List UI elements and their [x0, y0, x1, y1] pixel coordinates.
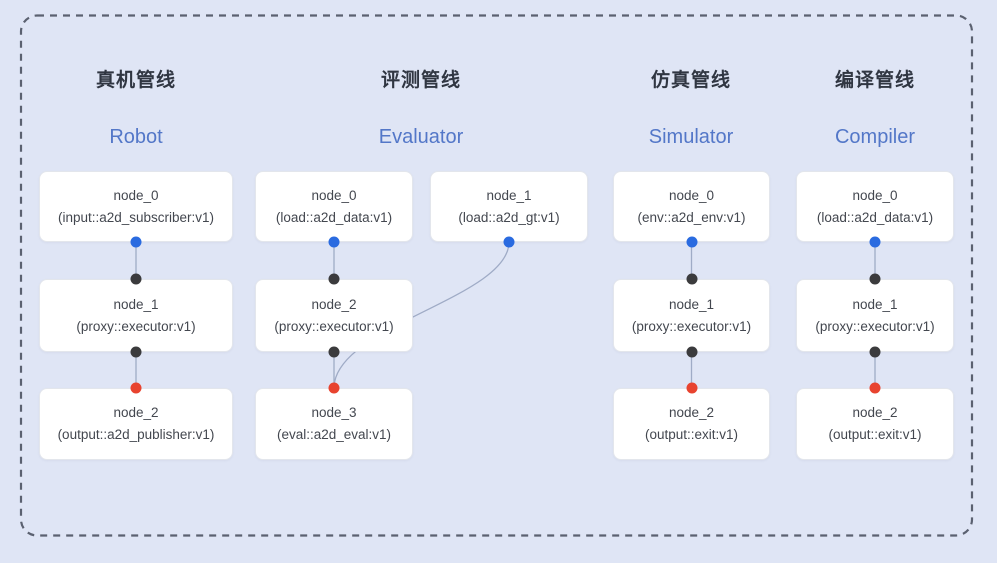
node-robot-0: node_0 (input::a2d_subscriber:v1): [39, 171, 233, 242]
output-port-dot: [130, 236, 142, 248]
node-type: (proxy::executor:v1): [631, 318, 752, 334]
node-type: (load::a2d_data:v1): [275, 209, 393, 225]
node-eval-0: node_0 (load::a2d_data:v1): [255, 171, 413, 242]
node-name: node_0: [113, 187, 159, 203]
node-type: (output::exit:v1): [644, 427, 739, 442]
node-name: node_1: [113, 296, 159, 312]
edge-eval-n1-n3: [333, 241, 510, 389]
output-port-dot: [328, 236, 340, 248]
node-name: node_2: [311, 296, 357, 312]
pipeline-title-compiler: 编译管线: [834, 70, 916, 91]
node-name: node_0: [852, 187, 898, 203]
input-port-dot: [686, 273, 697, 285]
input-port-dot: [328, 273, 340, 285]
pipeline-title-evaluator: 评测管线: [380, 70, 462, 91]
node-name: node_0: [311, 187, 357, 203]
input-port-dot: [130, 273, 142, 285]
node-name: node_0: [668, 187, 715, 203]
pipeline-title-simulator: 仿真管线: [650, 70, 732, 91]
output-port-dot: [869, 236, 881, 248]
node-eval-2: node_2 (proxy::executor:v1): [255, 279, 413, 352]
node-type: (proxy::executor:v1): [76, 318, 196, 334]
node-type: (proxy::executor:v1): [815, 318, 935, 334]
node-name: node_2: [668, 405, 715, 420]
output-port-dot: [686, 236, 697, 248]
node-type: (load::a2d_gt:v1): [458, 209, 560, 225]
node-name: node_1: [668, 296, 715, 312]
node-robot-1: node_1 (proxy::executor:v1): [39, 279, 233, 352]
node-sim-1: node_1 (proxy::executor:v1): [613, 279, 770, 352]
output-port-dot: [686, 346, 697, 358]
pipeline-subtitle-compiler: Compiler: [834, 126, 916, 148]
node-type: (output::a2d_publisher:v1): [57, 427, 215, 442]
input-port-dot: [869, 273, 881, 285]
output-port-dot: [869, 346, 881, 358]
node-type: (proxy::executor:v1): [274, 318, 394, 334]
node-name: node_2: [852, 405, 898, 420]
node-type: (input::a2d_subscriber:v1): [57, 209, 215, 225]
node-type: (eval::a2d_eval:v1): [276, 427, 392, 442]
node-comp-2: node_2 (output::exit:v1): [796, 388, 954, 460]
pipeline-subtitle-simulator: Simulator: [648, 126, 734, 148]
pipeline-subtitle-evaluator: Evaluator: [378, 126, 464, 148]
input-port-dot: [686, 382, 697, 394]
output-port-dot: [328, 346, 340, 358]
output-port-dot: [503, 236, 515, 248]
node-eval-3: node_3 (eval::a2d_eval:v1): [255, 388, 413, 460]
node-comp-1: node_1 (proxy::executor:v1): [796, 279, 954, 352]
node-type: (output::exit:v1): [828, 427, 922, 442]
input-port-dot: [328, 382, 340, 394]
node-type: (env::a2d_env:v1): [637, 209, 746, 225]
node-type: (load::a2d_data:v1): [816, 209, 934, 225]
node-name: node_1: [486, 187, 532, 203]
node-sim-0: node_0 (env::a2d_env:v1): [613, 171, 770, 242]
node-name: node_1: [852, 296, 898, 312]
input-port-dot: [130, 382, 142, 394]
node-eval-1: node_1 (load::a2d_gt:v1): [430, 171, 588, 242]
dashed-frame: [19, 14, 974, 537]
node-sim-2: node_2 (output::exit:v1): [613, 388, 770, 460]
node-robot-2: node_2 (output::a2d_publisher:v1): [39, 388, 233, 460]
node-name: node_2: [113, 405, 159, 420]
output-port-dot: [130, 346, 142, 358]
pipeline-subtitle-robot: Robot: [109, 126, 163, 148]
node-comp-0: node_0 (load::a2d_data:v1): [796, 171, 954, 242]
node-name: node_3: [311, 405, 357, 420]
input-port-dot: [869, 382, 881, 394]
pipeline-title-robot: 真机管线: [95, 70, 177, 91]
